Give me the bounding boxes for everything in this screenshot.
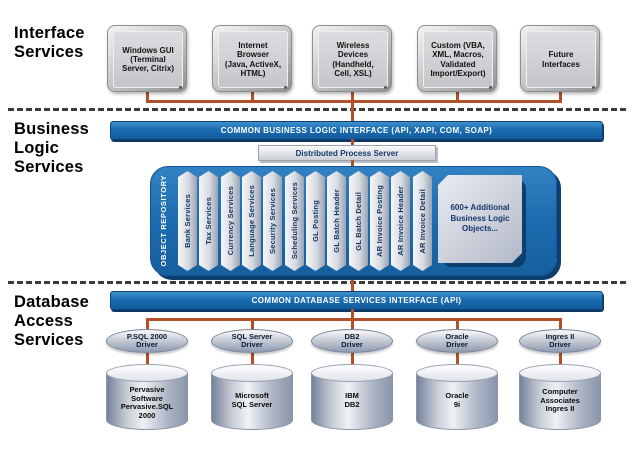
object-card-ar-invoice-header: AR Invoice Header (391, 171, 410, 271)
connector-bus-database (146, 318, 562, 321)
connector-device-3 (351, 88, 354, 102)
object-card-scheduling-services: Scheduling Services (285, 171, 304, 271)
driver-ellipse-oracle: Oracle Driver (416, 329, 498, 353)
section-label-interface-services: Interface Services (14, 24, 85, 62)
connector-bar-to-process-server (351, 139, 354, 146)
database-services-interface-bar: COMMON DATABASE SERVICES INTERFACE (API) (110, 291, 603, 310)
connector-driver-db-5 (559, 351, 562, 366)
database-cylinder-ingres: Computer Associates Ingres II (519, 364, 601, 430)
connector-driver-db-1 (146, 351, 149, 366)
device-box-windows-gui: Windows GUI (Terminal Server, Citrix) (107, 25, 187, 92)
object-card-tax-services: Tax Services (199, 171, 218, 271)
connector-bus-interface (146, 100, 562, 103)
device-label: Future Interfaces (526, 31, 596, 88)
device-label: Wireless Devices (Handheld, Cell, XSL) (318, 31, 388, 88)
driver-ellipse-sql-server: SQL Server Driver (211, 329, 293, 353)
object-card-gl-batch-detail: GL Batch Detail (349, 171, 368, 271)
connector-database-bar-to-bus (351, 309, 354, 320)
business-logic-interface-bar: COMMON BUSINESS LOGIC INTERFACE (API, XA… (110, 121, 603, 140)
connector-driver-2 (251, 318, 254, 332)
connector-repository-to-database-bar (351, 274, 354, 292)
object-card-bank-services: Bank Services (178, 171, 197, 271)
connector-process-server-to-repository (351, 160, 354, 168)
connector-driver-5 (559, 318, 562, 332)
device-label: Internet Browser (Java, ActiveX, HTML) (218, 31, 288, 88)
device-box-custom: Custom (VBA, XML, Macros, Validated Impo… (417, 25, 497, 92)
database-cylinder-oracle: Oracle 9i (416, 364, 498, 430)
device-box-internet-browser: Internet Browser (Java, ActiveX, HTML) (212, 25, 292, 92)
connector-bus-to-business-bar (351, 100, 354, 122)
distributed-process-server-bar: Distributed Process Server (258, 145, 436, 161)
cylinder-top (519, 364, 601, 382)
object-card-language-services: Language Services (242, 171, 261, 271)
section-label-business-logic-services: Business Logic Services (14, 120, 89, 177)
section-label-database-access-services: Database Access Services (14, 293, 89, 350)
separator-dashed-top (8, 108, 626, 111)
device-box-wireless-devices: Wireless Devices (Handheld, Cell, XSL) (312, 25, 392, 92)
cylinder-top (106, 364, 188, 382)
driver-ellipse-db2: DB2 Driver (311, 329, 393, 353)
device-label: Windows GUI (Terminal Server, Citrix) (113, 31, 183, 88)
driver-ellipse-ingres: Ingres II Driver (519, 329, 601, 353)
cylinder-top (311, 364, 393, 382)
additional-objects-box: 600+ Additional Business Logic Objects..… (438, 175, 526, 267)
database-cylinder-pervasive: Pervasive Software Pervasive.SQL 2000 (106, 364, 188, 430)
device-label: Custom (VBA, XML, Macros, Validated Impo… (423, 31, 493, 88)
object-card-gl-batch-header: GL Batch Header (327, 171, 346, 271)
connector-driver-1 (146, 318, 149, 332)
connector-driver-db-3 (351, 351, 354, 366)
connector-device-5 (559, 88, 562, 102)
connector-driver-db-2 (251, 351, 254, 366)
object-card-gl-posting: GL Posting (306, 171, 325, 271)
connector-device-1 (146, 88, 149, 102)
driver-ellipse-psql: P.SQL 2000 Driver (106, 329, 188, 353)
connector-driver-3 (351, 318, 354, 332)
cylinder-top (211, 364, 293, 382)
object-card-security-services: Security Services (263, 171, 282, 271)
object-card-currency-services: Currency Services (221, 171, 240, 271)
object-card-ar-invoice-posting: AR Invoice Posting (370, 171, 389, 271)
connector-driver-4 (456, 318, 459, 332)
connector-device-2 (251, 88, 254, 102)
separator-dashed-bottom (8, 281, 626, 284)
object-repository-label: OBJECT REPOSITORY (158, 175, 168, 267)
database-cylinder-ibm-db2: IBM DB2 (311, 364, 393, 430)
device-box-future-interfaces: Future Interfaces (520, 25, 600, 92)
database-cylinder-sql-server: Microsoft SQL Server (211, 364, 293, 430)
connector-device-4 (456, 88, 459, 102)
connector-driver-db-4 (456, 351, 459, 366)
cylinder-top (416, 364, 498, 382)
object-card-ar-invoice-detail: AR Invoice Detail (413, 171, 432, 271)
